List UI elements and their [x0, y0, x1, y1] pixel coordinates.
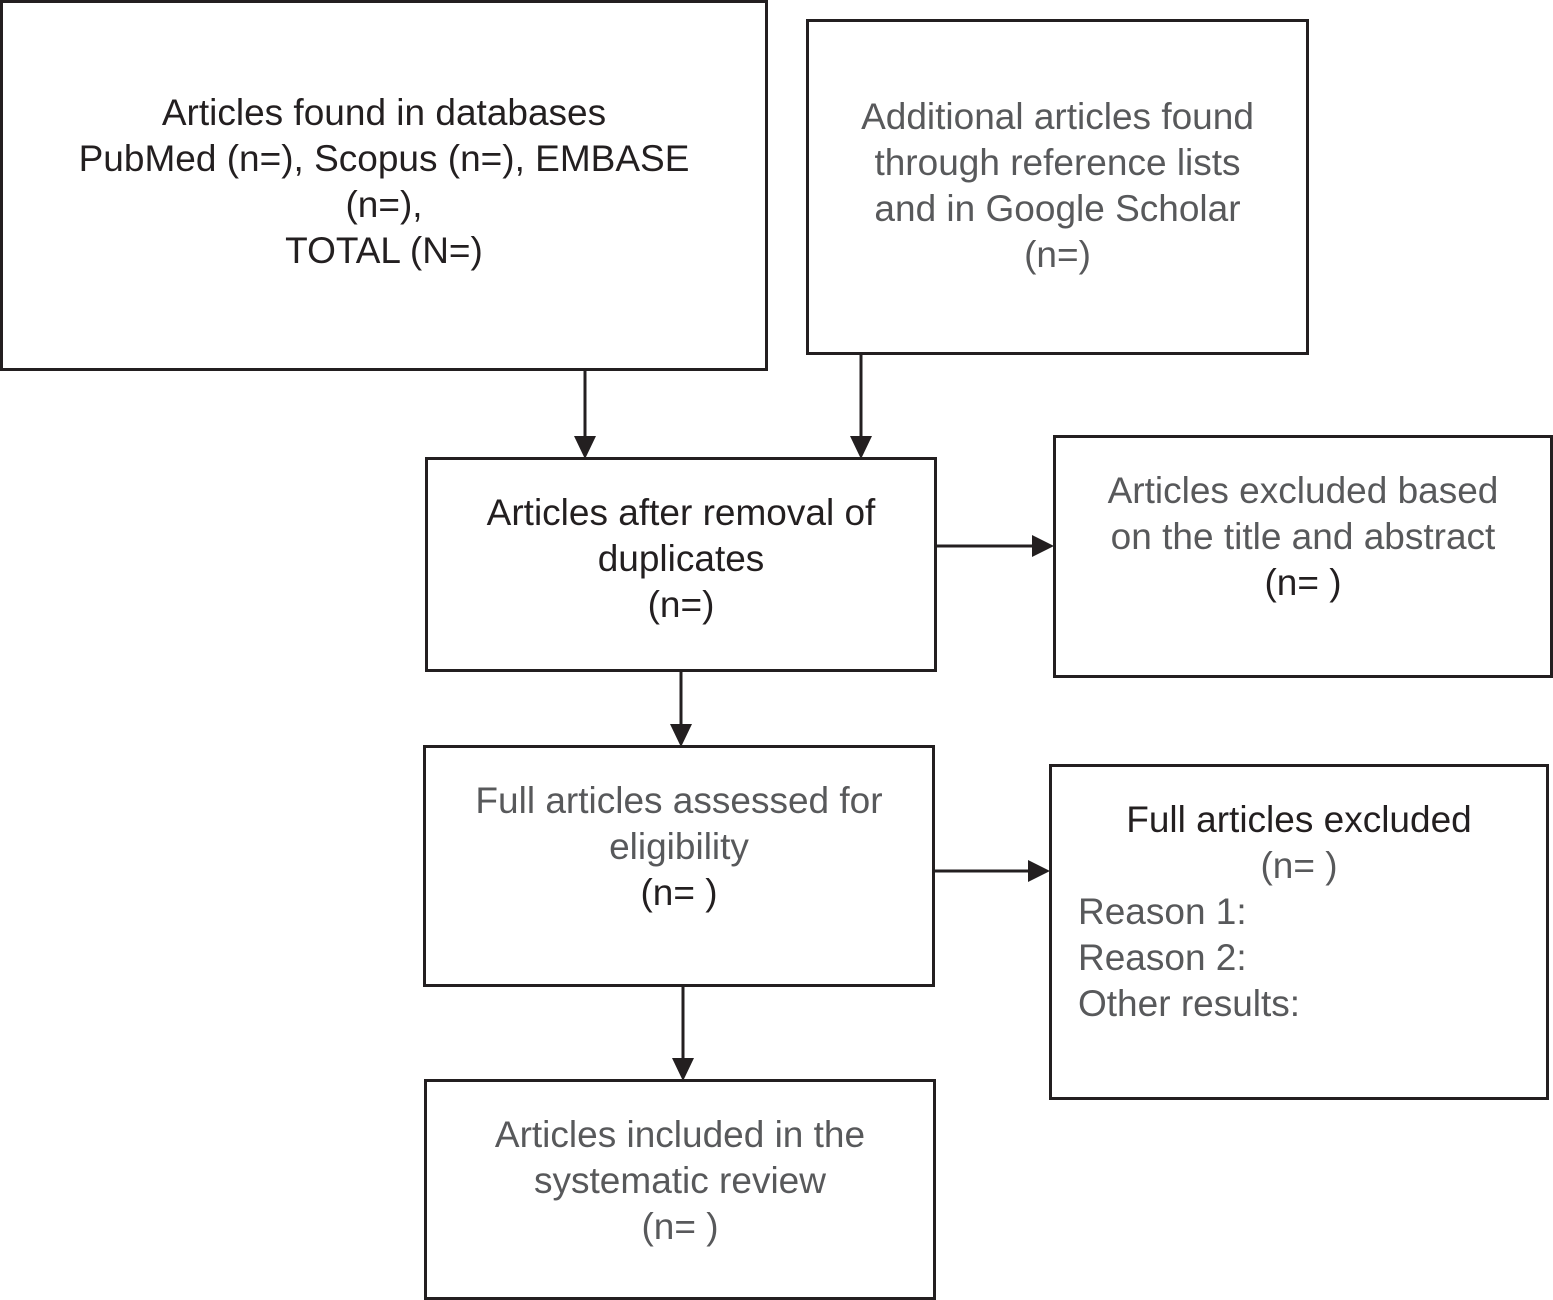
additional-line-2: through reference lists [874, 142, 1241, 183]
excluded-title-abstract-box: Articles excluded based on the title and… [1053, 435, 1553, 678]
additional-line-3: and in Google Scholar [874, 188, 1241, 229]
after-duplicates-line-3: (n=) [647, 584, 715, 625]
after-duplicates-box: Articles after removal of duplicates (n=… [425, 457, 937, 672]
included-line-3: (n= ) [641, 1206, 719, 1247]
arrowhead-deduplicated-to-excluded [1032, 535, 1054, 557]
databases-box: Articles found in databases PubMed (n=),… [0, 0, 768, 371]
arrowhead-assessed-to-excluded [1028, 860, 1050, 882]
after-duplicates-line-2: duplicates [597, 538, 765, 579]
full-assessed-box: Full articles assessed for eligibility (… [423, 745, 935, 987]
databases-line-4: TOTAL (N=) [285, 230, 483, 271]
after-duplicates-line-1: Articles after removal of [486, 492, 876, 533]
additional-articles-box: Additional articles found through refere… [806, 19, 1309, 355]
excluded-title-line-1: Articles excluded based [1107, 470, 1499, 511]
full-assessed-line-2: eligibility [609, 826, 749, 867]
additional-line-1: Additional articles found [861, 96, 1254, 137]
arrowhead-assessed-to-included [672, 1058, 694, 1081]
full-excluded-count: (n= ) [1260, 845, 1338, 886]
arrowhead-additional-to-deduplicated [850, 436, 872, 459]
databases-line-2: PubMed (n=), Scopus (n=), EMBASE [78, 138, 690, 179]
included-box: Articles included in the systematic revi… [424, 1079, 936, 1300]
databases-line-3: (n=), [345, 184, 423, 225]
databases-line-1: Articles found in databases [161, 92, 607, 133]
full-excluded-box: Full articles excluded (n= ) Reason 1: R… [1049, 764, 1549, 1100]
included-line-1: Articles included in the [494, 1114, 866, 1155]
excluded-title-line-2: on the title and abstract [1110, 516, 1496, 557]
excluded-title-line-3: (n= ) [1264, 562, 1342, 603]
full-excluded-reason-2: Reason 2: [1078, 937, 1247, 978]
full-excluded-reason-1: Reason 1: [1078, 891, 1247, 932]
full-excluded-title: Full articles excluded [1126, 799, 1472, 840]
additional-line-4: (n=) [1024, 234, 1091, 275]
full-assessed-line-3: (n= ) [640, 872, 718, 913]
full-assessed-line-1: Full articles assessed for [475, 780, 883, 821]
full-excluded-reason-3: Other results: [1078, 983, 1301, 1024]
included-line-2: systematic review [534, 1160, 826, 1201]
arrowhead-databases-to-deduplicated [574, 436, 596, 459]
arrowhead-deduplicated-to-assessed [670, 724, 692, 747]
